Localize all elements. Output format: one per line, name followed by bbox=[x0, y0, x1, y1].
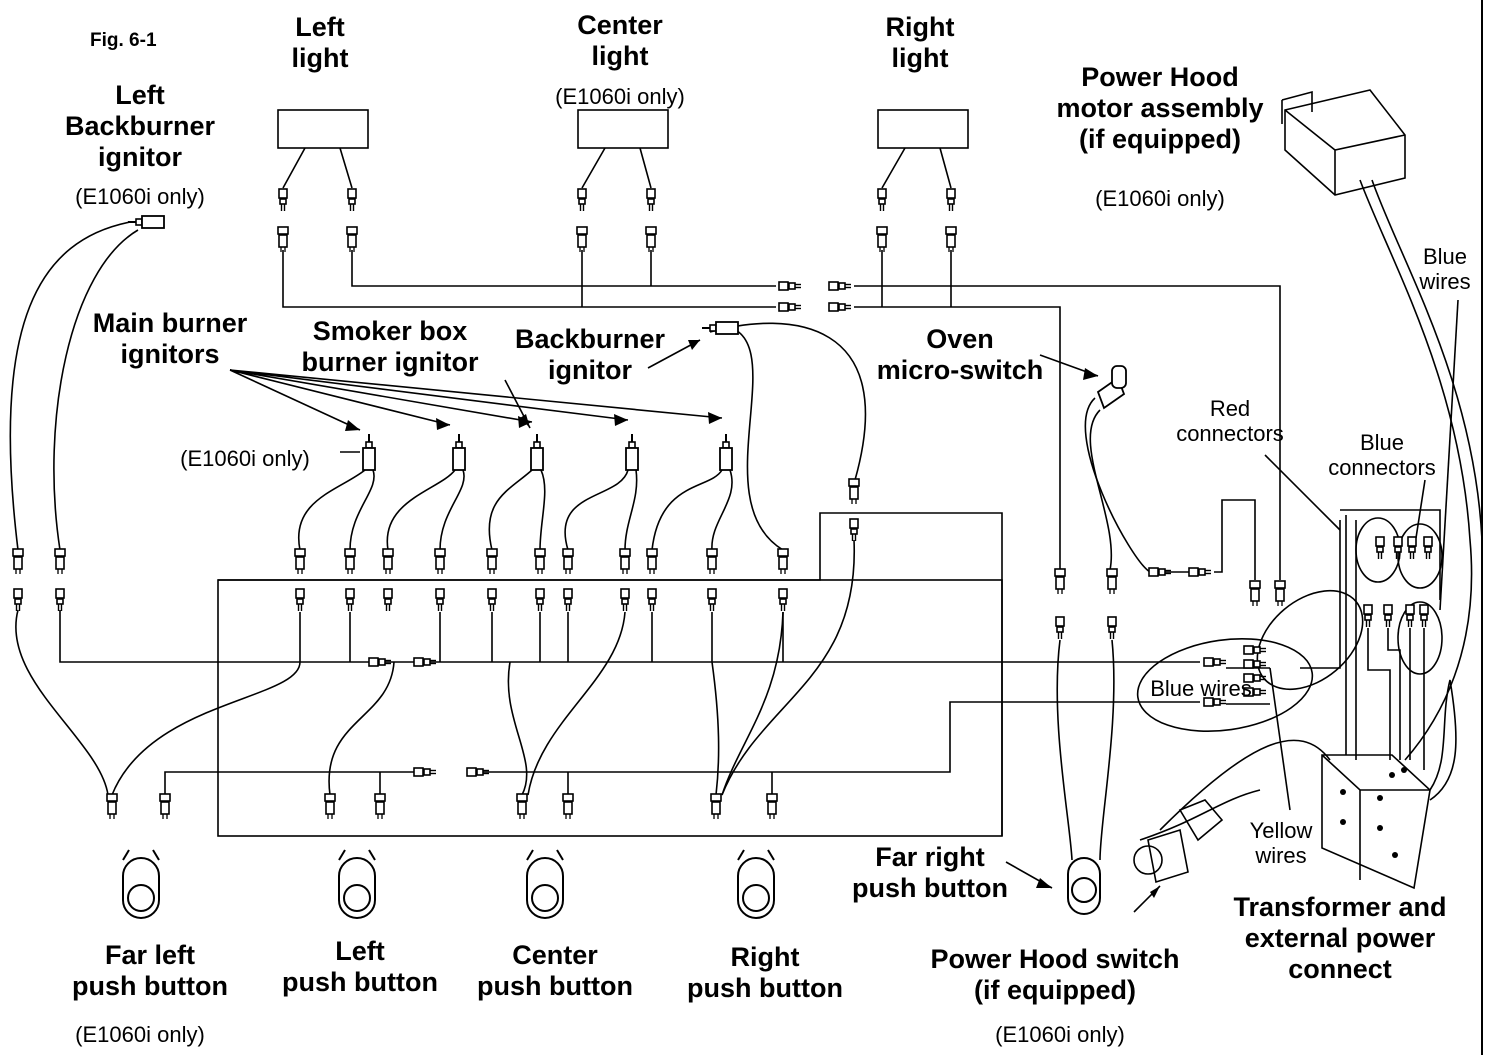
far-left-push-button-note: (E1060i only) bbox=[75, 1022, 205, 1047]
center-light-note: (E1060i only) bbox=[555, 84, 685, 109]
page-border bbox=[1481, 0, 1483, 1055]
power-hood-switch-note: (E1060i only) bbox=[995, 1022, 1125, 1047]
ignitor-note: (E1060i only) bbox=[180, 446, 310, 471]
left-backburner-note: (E1060i only) bbox=[75, 184, 205, 209]
figure-label: Fig. 6-1 bbox=[90, 30, 157, 51]
power-hood-switch-label: Power Hood switch(if equipped) bbox=[930, 944, 1180, 1006]
power-hood-motor-note: (E1060i only) bbox=[1095, 186, 1225, 211]
blue-wires-middle-label: Blue wires bbox=[1150, 676, 1252, 701]
